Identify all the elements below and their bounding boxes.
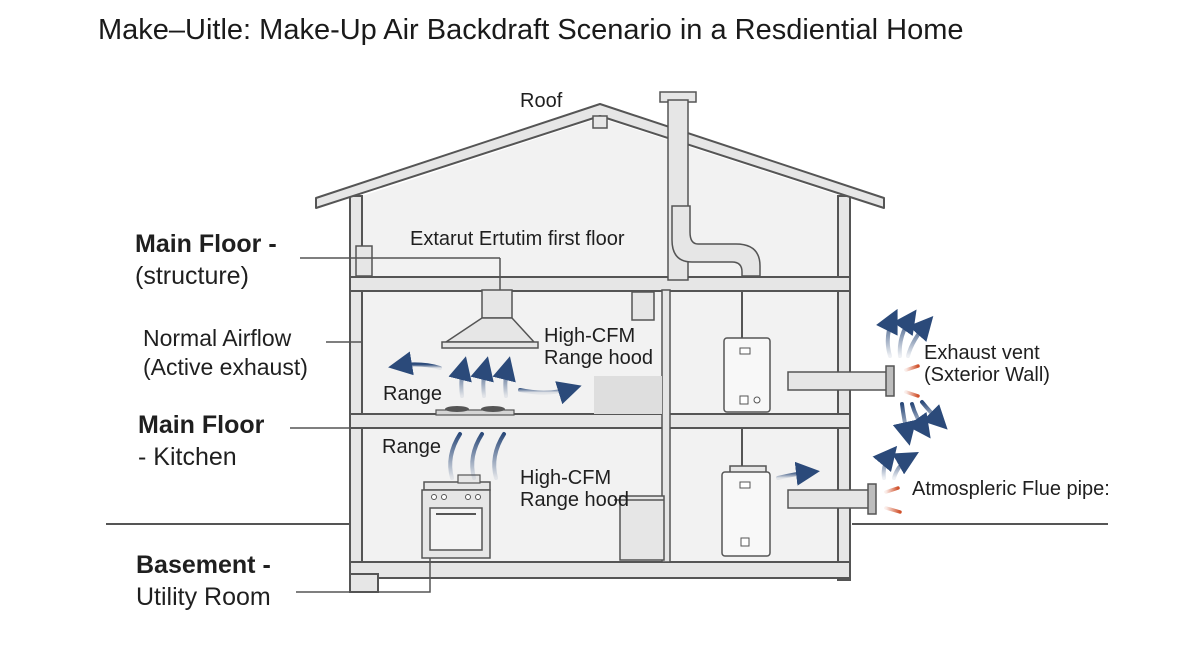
normal-airflow-subtitle: (Active exhaust) (143, 354, 308, 381)
airflow-arrows (388, 308, 948, 486)
warm-mark-vent-1 (904, 364, 920, 372)
vent-arrow-down-1 (892, 402, 917, 446)
flue-arrow-up-1 (872, 445, 898, 480)
basement-subtitle: Utility Room (136, 583, 271, 611)
normal-airflow-title: Normal Airflow (143, 325, 292, 351)
airflow-arrow-upper-1 (448, 356, 472, 398)
counter-block (594, 376, 662, 414)
stove-pot (457, 474, 481, 484)
warm-mark-flue-1 (884, 486, 900, 494)
vent-arrow-up-1 (876, 308, 898, 358)
foundation-slab (349, 561, 851, 579)
high-cfm-lower-line-1: High-CFM (520, 467, 612, 489)
warm-air-marks (884, 364, 922, 514)
stove-knob-3 (465, 494, 471, 500)
high-cfm-lower-label: High-CFM Range hood (520, 467, 629, 512)
exhaust-vent-line-2: (Sxterior Wall) (924, 364, 1050, 387)
flue-arrow-up-2 (892, 452, 919, 480)
furnace-control (740, 537, 750, 547)
stove-knob-4 (475, 494, 481, 500)
high-cfm-upper-line-2: Range hood (544, 347, 653, 370)
upper-cabinet (631, 291, 655, 321)
flue-pipe (787, 489, 871, 509)
vent-arrow-down-3 (920, 400, 948, 430)
burner-upper-right (481, 406, 505, 412)
exhaust-vent-pipe (787, 371, 889, 391)
high-cfm-upper-line-1: High-CFM (544, 325, 636, 347)
stove-knob-1 (431, 494, 437, 500)
airflow-arrow-lower-1 (448, 432, 462, 480)
leader-basement (296, 558, 431, 593)
flue-pipe-cap (867, 483, 877, 515)
airflow-arrow-upper-2 (470, 356, 494, 398)
basement-cabinet (619, 495, 665, 561)
range-hood-lip (441, 341, 539, 349)
main-floor-structure-callout: Main Floor - (structure) (135, 228, 277, 292)
range-lower-label: Range (382, 436, 441, 458)
attic-interior (362, 118, 840, 280)
airflow-arrow-upper-left (388, 351, 442, 376)
water-heater-upper-control-2 (753, 396, 761, 404)
interior-partition (661, 289, 671, 563)
roof-label: Roof (520, 90, 563, 112)
warm-mark-vent-3 (904, 390, 920, 398)
roof (315, 103, 885, 209)
exhaust-vent-label: Exhaust vent (Sxterior Wall) (924, 342, 1050, 387)
furnace-body (721, 471, 771, 557)
range-upper-label: Range (383, 383, 442, 405)
main-floor-structure-title: Main Floor - (135, 230, 277, 258)
exhaust-duct (671, 205, 761, 277)
exhaust-first-floor-label: Extarut Ertutim first floor (410, 228, 625, 250)
foundation-footing-left (349, 573, 379, 593)
warm-mark-flue-2 (884, 506, 902, 514)
airflow-arrow-upper-3 (492, 356, 516, 398)
diagram-title: Make–Uitle: Make-Up Air Backdraft Scenar… (98, 14, 964, 46)
airflow-arrow-lower-2 (470, 432, 484, 480)
high-cfm-lower-line-2: Range hood (520, 489, 629, 512)
furnace-display (739, 481, 751, 489)
main-floor-kitchen-title: Main Floor (138, 411, 265, 439)
floor-slab-upper (349, 276, 851, 292)
airflow-arrow-lower-3 (492, 432, 506, 480)
vent-arrow-up-3 (906, 316, 934, 358)
airflow-arrow-upper-right (518, 381, 582, 405)
basement-title: Basement - (136, 551, 271, 579)
vent-arrow-down-2 (906, 402, 931, 439)
roof-ridge-cap (592, 115, 608, 129)
main-floor-structure-subtitle: (structure) (135, 262, 249, 290)
exhaust-vent-line-1: Exhaust vent (924, 342, 1040, 364)
water-heater-upper-control-1 (739, 395, 749, 405)
exhaust-vent-cap (885, 365, 895, 397)
stove-knob-2 (441, 494, 447, 500)
high-cfm-upper-label: High-CFM Range hood (544, 325, 653, 370)
main-floor-kitchen-callout: Main Floor - Kitchen (138, 409, 264, 473)
cooktop-upper (435, 409, 515, 416)
hood-chimney (481, 289, 513, 319)
floor-slab-lower (349, 413, 851, 429)
left-stub-wall (355, 245, 373, 277)
flue-pipe-label: Atmospleric Flue pipe: (912, 478, 1110, 500)
basement-callout: Basement - Utility Room (136, 549, 271, 613)
main-floor-kitchen-subtitle: - Kitchen (138, 443, 237, 471)
water-heater-upper-display (739, 347, 751, 355)
burner-upper-left (445, 406, 469, 412)
normal-airflow-callout: Normal Airflow (Active exhaust) (143, 324, 308, 383)
airflow-arrow-furnace (776, 461, 820, 486)
water-heater-upper (723, 337, 771, 413)
